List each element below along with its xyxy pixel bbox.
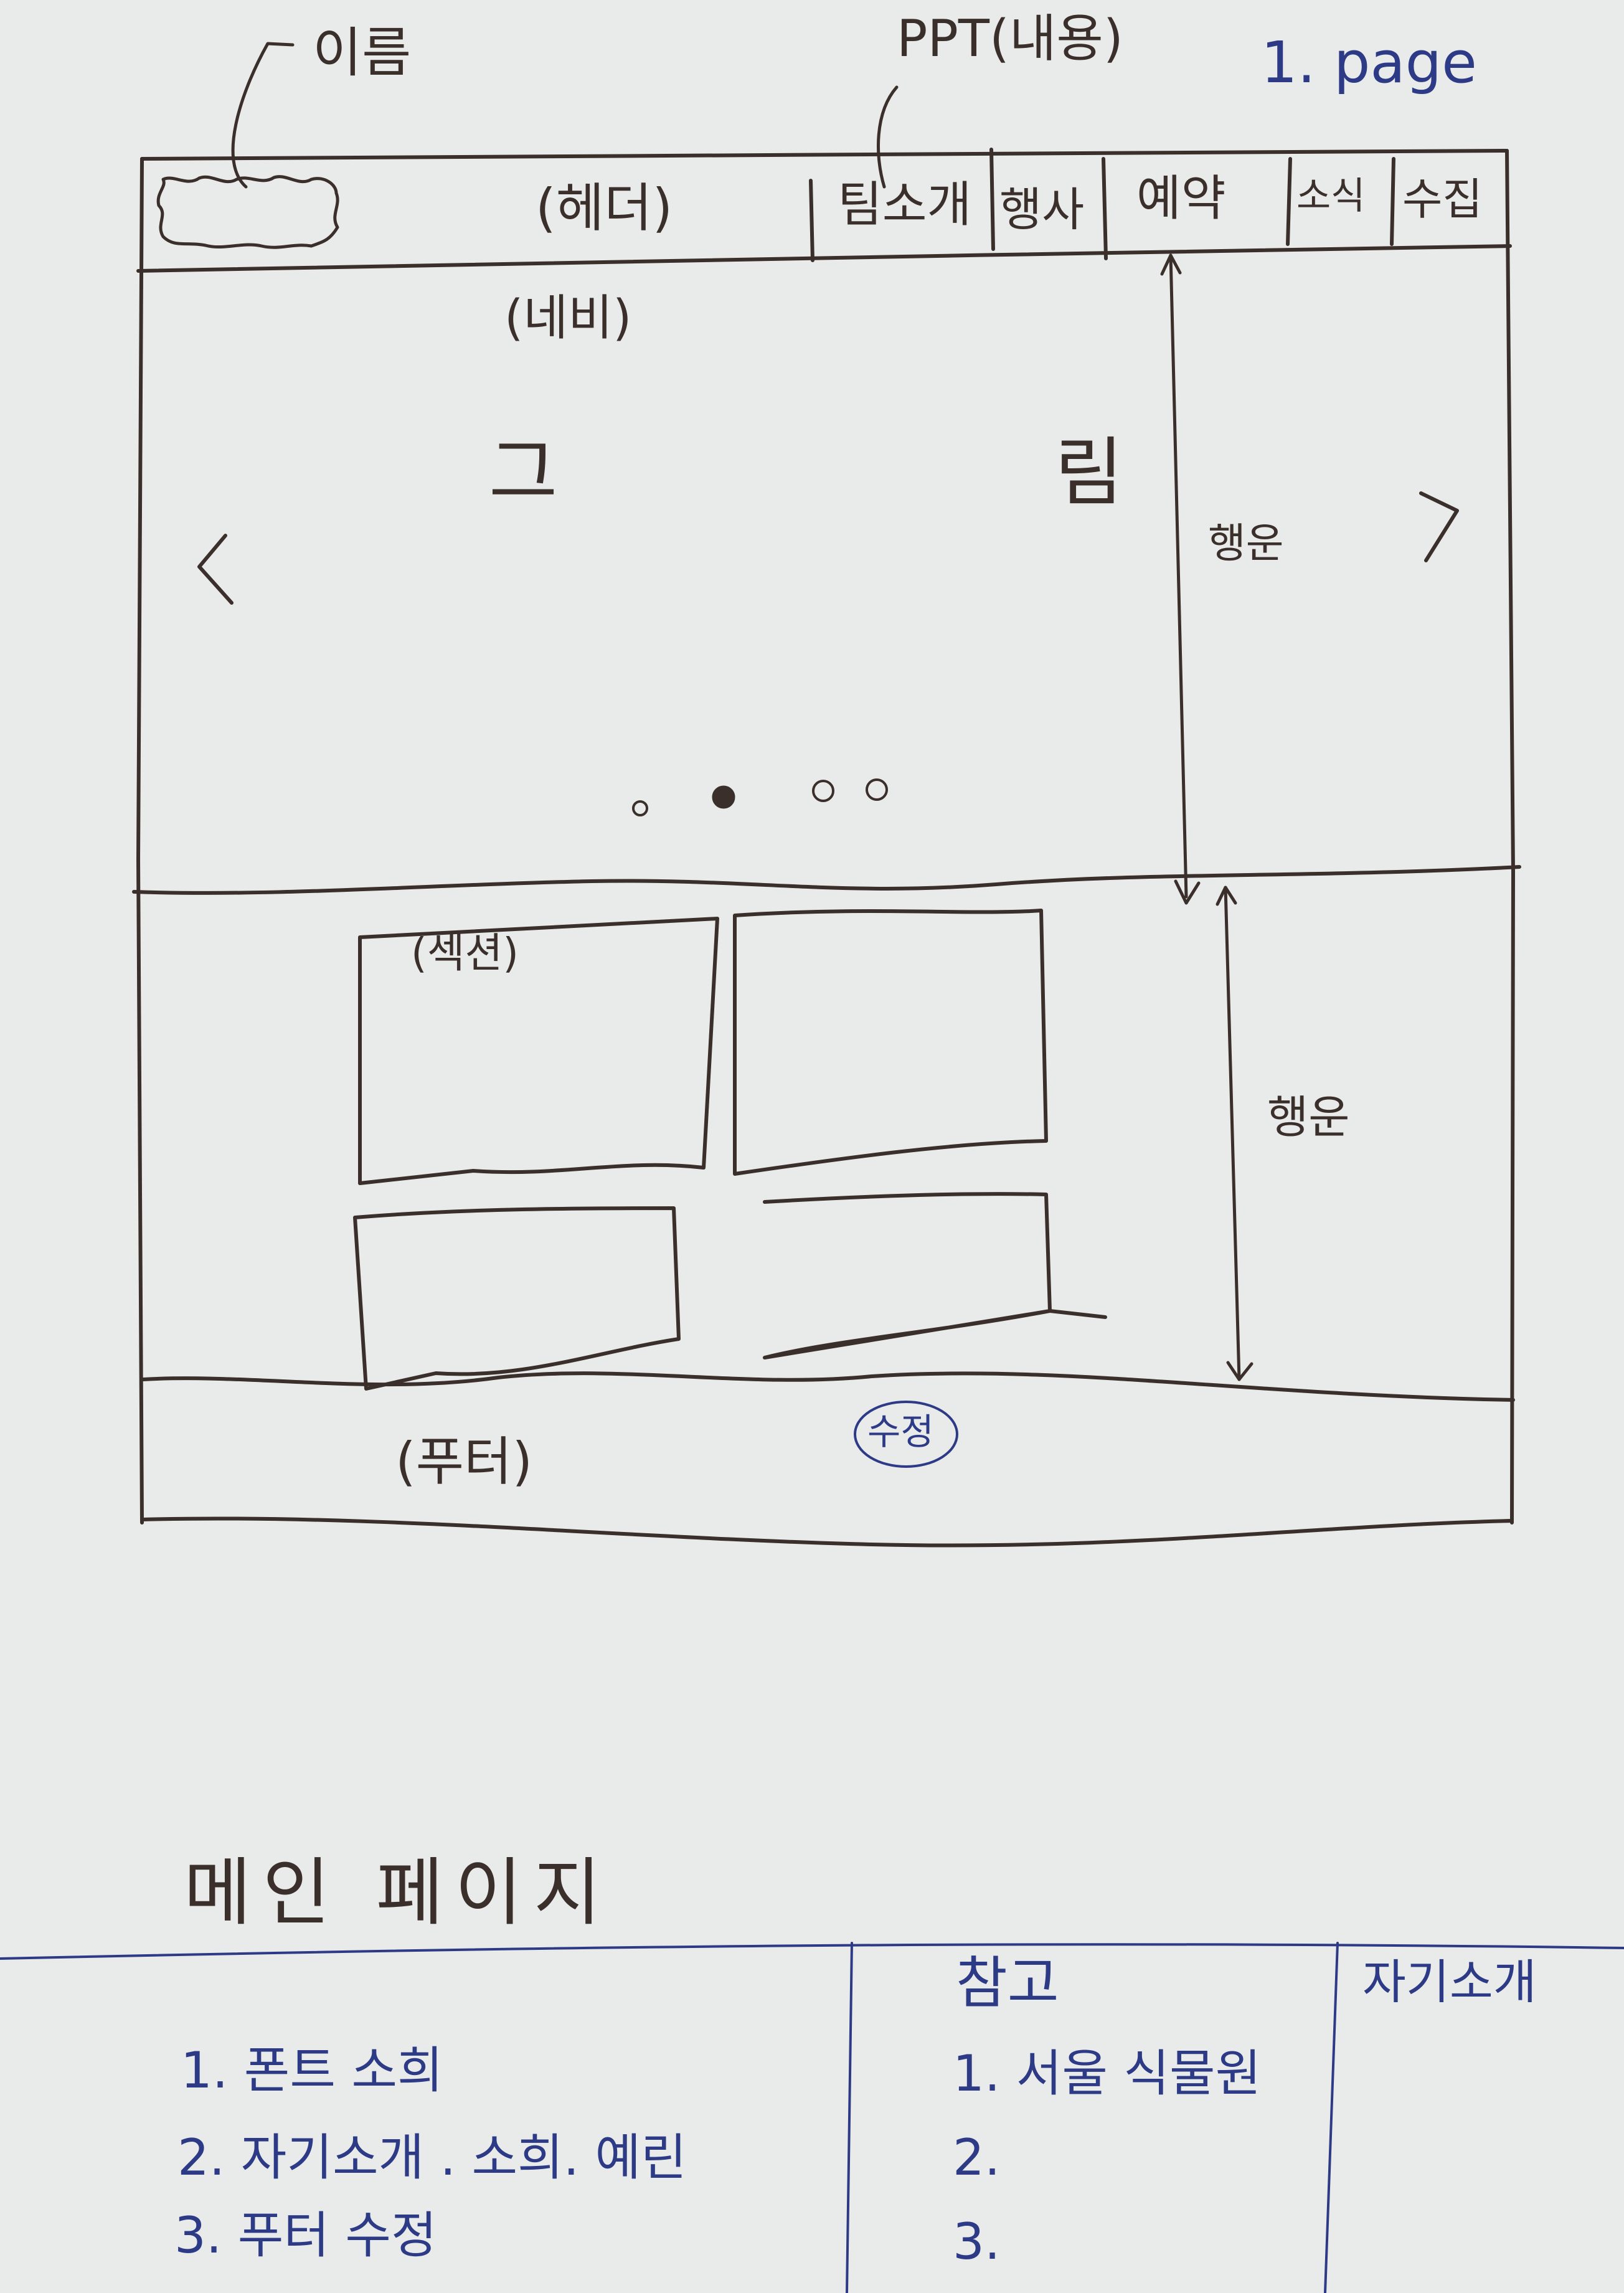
menu-item-collect[interactable]: 수집 [1402, 174, 1483, 225]
page-number-annotation: 1. page [1261, 29, 1477, 96]
footer-bottom-line [140, 1516, 1514, 1548]
footer-badge-circle [854, 1401, 958, 1468]
page-title: 메인 페이지 [184, 1850, 613, 1936]
menu-item-news[interactable]: 소식 [1296, 174, 1366, 218]
name-annotation: 이름 [313, 22, 412, 84]
reference-item: 1. 서울 식물원 [953, 2045, 1262, 2102]
nav-bottom-line [132, 865, 1521, 895]
section-bottom-line [141, 1371, 1515, 1402]
todo-item: 2. 자기소개 . 소희. 예린 [177, 2129, 687, 2187]
prev-arrow-glyph [197, 534, 234, 605]
header-label: (헤더) [536, 177, 673, 239]
section-card-4 [763, 1192, 1107, 1359]
page-title-underline [0, 1943, 1624, 1960]
header-bottom-line [136, 244, 1512, 273]
footer-edit-badge: 수정 [867, 1411, 934, 1453]
frame-right-line [1505, 149, 1515, 1525]
section-card-3 [353, 1206, 681, 1391]
reference-title: 참고 [956, 1950, 1059, 2016]
logo-scribble [156, 175, 339, 249]
footer-label: (푸터) [395, 1431, 533, 1492]
carousel-next-button[interactable]: > [1414, 492, 1463, 560]
section-card-2 [733, 909, 1048, 1176]
frame-top-line [140, 149, 1509, 161]
menu-item-event[interactable]: 행사 [999, 183, 1085, 237]
menu-item-team[interactable]: 팀소개 [838, 177, 972, 233]
section-label: (섹션) [411, 929, 519, 977]
carousel-prev-button[interactable]: < [193, 534, 237, 603]
reference-item: 3. [953, 2213, 1001, 2271]
todo-item: 3. 푸터 수정 [174, 2206, 437, 2264]
ppt-annotation: PPT(내용) [897, 9, 1123, 69]
frame-left-line [136, 157, 144, 1525]
carousel-picture-label: 그 림 [489, 430, 1360, 516]
todo-item: 1. 폰트 소희 [181, 2041, 443, 2099]
next-arrow-glyph [1419, 491, 1459, 562]
nav-label: (네비) [504, 290, 632, 346]
section-height-note: 행운 [1267, 1091, 1350, 1143]
section-card-1 [358, 917, 719, 1185]
intro-title: 자기소개 [1362, 1954, 1537, 2010]
menu-item-reservation[interactable]: 예약 [1136, 171, 1226, 227]
nav-height-note: 행운 [1208, 519, 1284, 567]
reference-item: 2. [953, 2129, 1001, 2187]
